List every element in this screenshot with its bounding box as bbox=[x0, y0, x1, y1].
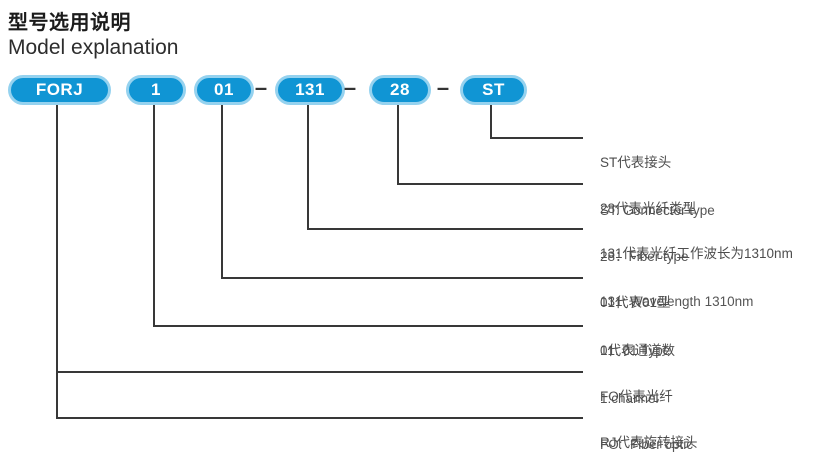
legend-zh-01: 01代表01型 bbox=[600, 295, 671, 310]
model-segment-pill-1: 1 bbox=[126, 75, 186, 105]
legend-en-28: 28：Fiber type bbox=[600, 249, 689, 264]
connector-hline-1 bbox=[153, 325, 583, 327]
model-segment-pill-st: ST bbox=[460, 75, 527, 105]
legend-item-fo: FO代表光纤 FO: Fiber optic bbox=[600, 357, 693, 455]
connector-hline-fo bbox=[56, 371, 583, 373]
legend-en-fo: FO: Fiber optic bbox=[600, 437, 694, 452]
model-segment-pill-131: 131 bbox=[275, 75, 345, 105]
legend-zh-131: 131代表光纤工作波长为1310nm bbox=[600, 246, 793, 261]
legend-en-01: 01: 01 Type bbox=[600, 343, 671, 358]
connector-vline-01 bbox=[221, 105, 223, 277]
connector-vline-st bbox=[490, 105, 492, 137]
connector-hline-rj bbox=[56, 417, 583, 419]
segment-separator-dash: – bbox=[343, 75, 357, 100]
model-segment-pill-28: 28 bbox=[369, 75, 431, 105]
legend-zh-28: 28代表光纤类型 bbox=[600, 201, 697, 216]
legend-item-28: 28代表光纤类型 28：Fiber type bbox=[600, 169, 696, 297]
page-title-en: Model explanation bbox=[8, 36, 179, 59]
model-segment-pill-01: 01 bbox=[194, 75, 254, 105]
legend-zh-rj: RJ代表旋转接头 bbox=[600, 435, 698, 450]
legend-zh-1: 1代表通道数 bbox=[600, 343, 676, 358]
connector-hline-28 bbox=[397, 183, 583, 185]
legend-zh-fo: FO代表光纤 bbox=[600, 389, 673, 404]
model-segment-pill-forj: FORJ bbox=[8, 75, 111, 105]
legend-en-1: 1:channel bbox=[600, 391, 659, 406]
connector-vline-1 bbox=[153, 105, 155, 325]
legend-item-st: ST代表接头 ST: Connector type bbox=[600, 123, 715, 251]
legend-item-rj: RJ代表旋转接头 RJ: Rotary joint bbox=[600, 403, 698, 455]
connector-hline-131 bbox=[307, 228, 583, 230]
connector-vline-forj bbox=[56, 105, 58, 417]
connector-hline-01 bbox=[221, 277, 583, 279]
legend-item-1: 1代表通道数 1:channel bbox=[600, 311, 675, 439]
connector-vline-131 bbox=[307, 105, 309, 228]
legend-en-131: 131: Wavelength 1310nm bbox=[600, 294, 754, 309]
legend-item-01: 01代表01型 01: 01 Type bbox=[600, 263, 671, 391]
segment-separator-dash: – bbox=[436, 75, 450, 100]
connector-hline-st bbox=[490, 137, 583, 139]
legend-zh-st: ST代表接头 bbox=[600, 155, 672, 170]
connector-vline-28 bbox=[397, 105, 399, 183]
legend-en-st: ST: Connector type bbox=[600, 203, 715, 218]
page-title-zh: 型号选用说明 bbox=[8, 12, 131, 34]
segment-separator-dash: – bbox=[254, 75, 268, 100]
legend-item-131: 131代表光纤工作波长为1310nm 131: Wavelength 1310n… bbox=[600, 214, 793, 342]
